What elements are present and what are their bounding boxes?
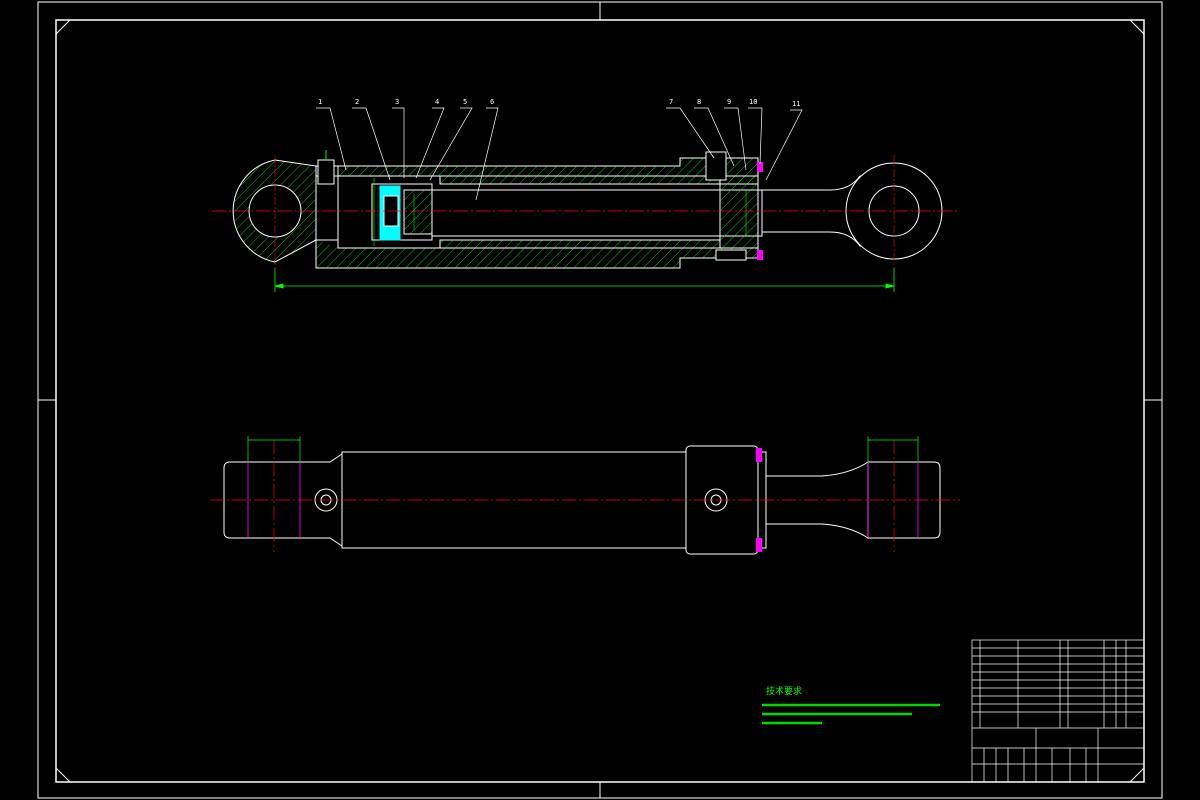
guide-sleeve [719,175,759,249]
balloon-9: 9 [727,98,731,106]
balloon-7: 7 [669,98,673,106]
wiper-seal-top [757,162,763,172]
piston-rod [431,189,763,237]
tech-req-title: 技术要求 [766,685,802,697]
balloon-10: 10 [749,98,757,106]
technical-requirements: 技术要求 [762,685,940,725]
wiper-seal-bottom [757,250,763,260]
gland-screw-bottom [715,249,747,261]
part-balloons: 1 2 3 4 5 6 7 8 9 10 11 [316,98,803,201]
title-block [971,639,1145,783]
overall-length-dimension [274,268,895,292]
balloon-6: 6 [490,98,494,106]
piston-nut [403,189,433,235]
balloon-5: 5 [463,98,467,106]
barrel-lower-wall [315,239,759,269]
balloon-3: 3 [395,98,399,106]
end-cap-left [315,175,339,241]
balloon-2: 2 [355,98,359,106]
balloon-8: 8 [697,98,701,106]
balloon-4: 4 [435,98,439,106]
balloon-11: 11 [792,100,800,108]
gland-screw-top [705,151,727,181]
bore-dimension [373,178,747,246]
barrel-upper-wall [316,157,759,185]
oil-port-left [317,159,335,185]
balloon-1: 1 [318,98,322,106]
section-view [212,150,958,292]
sheet-frame [37,1,1163,799]
